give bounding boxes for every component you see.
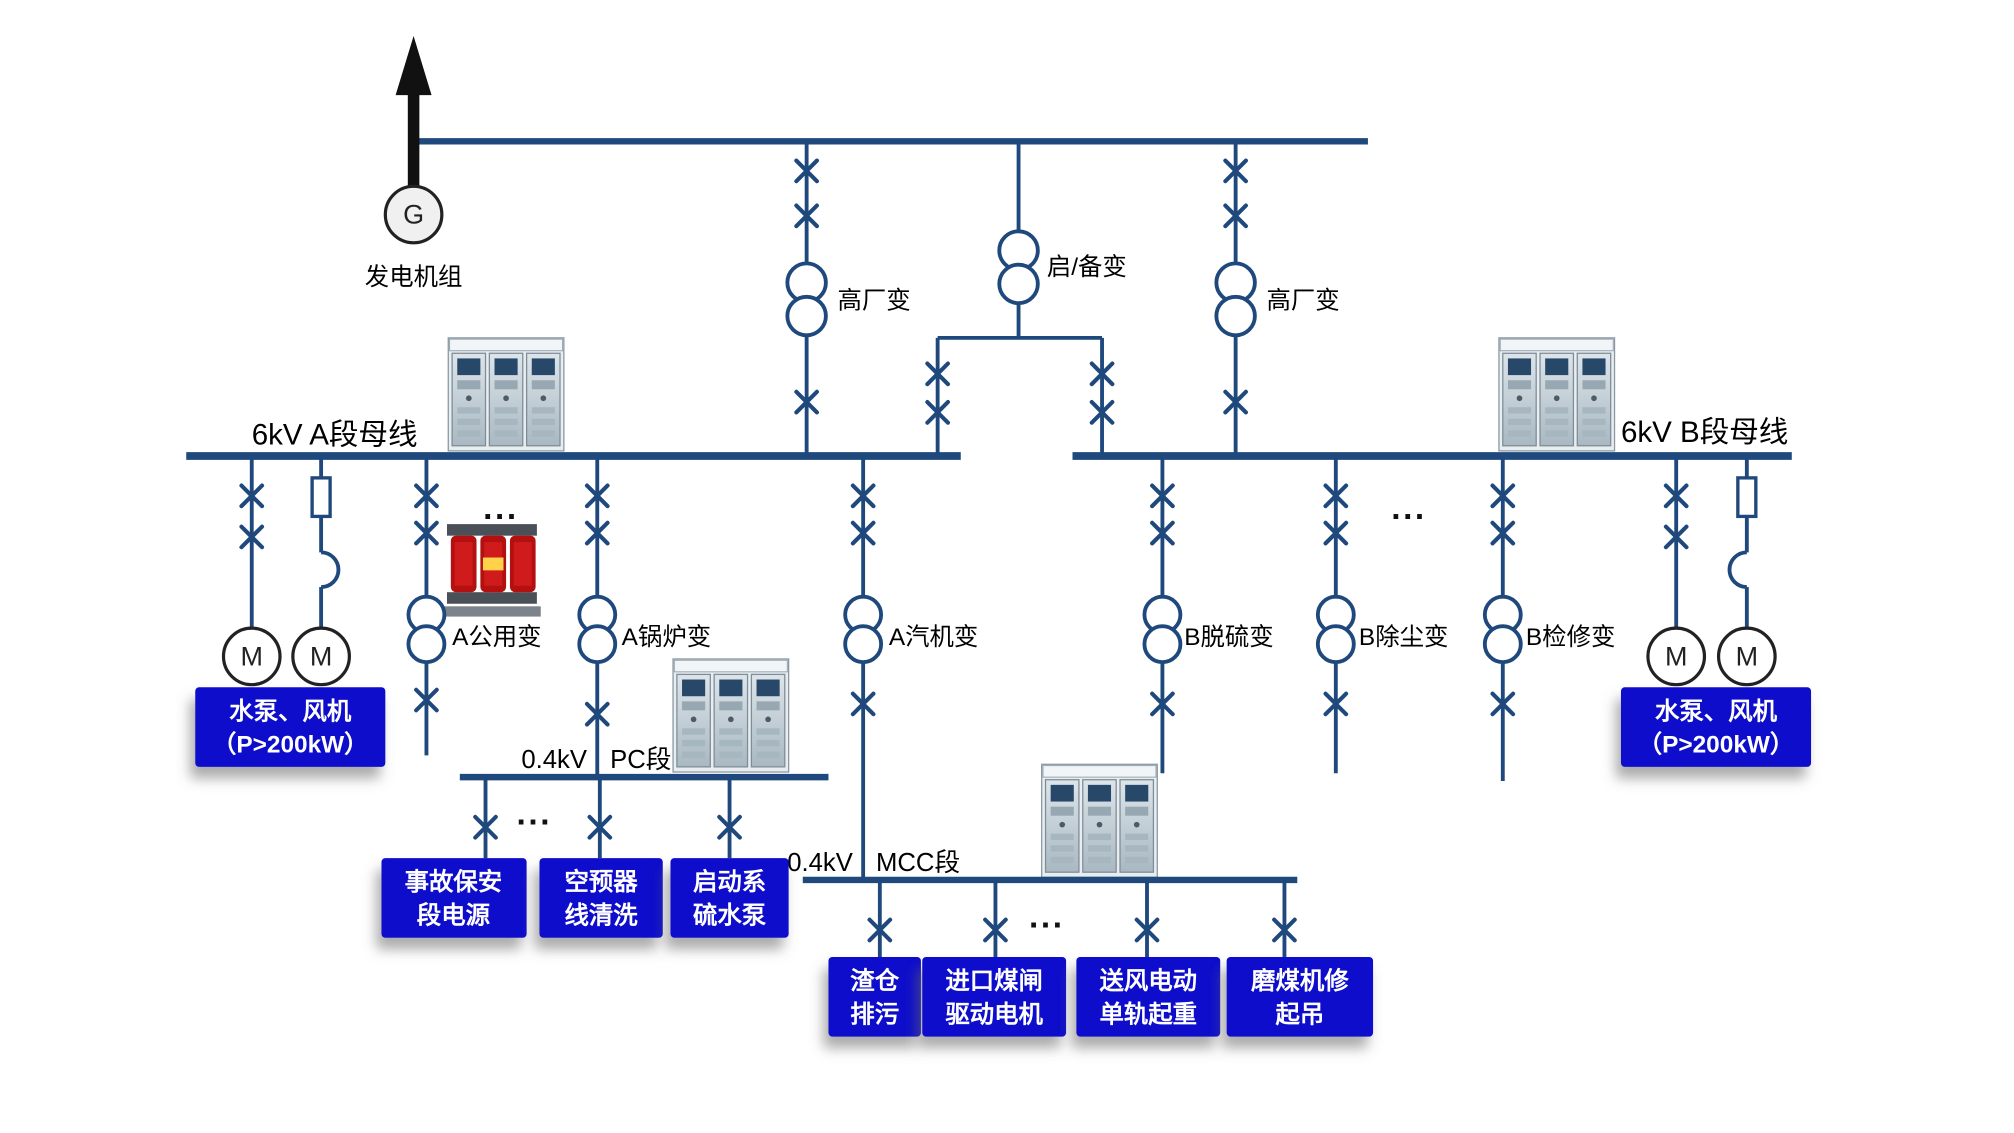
transformer-icon-a-common (406, 594, 447, 665)
transformer-icon-plant-a (785, 261, 828, 338)
load-box-text: 线清洗 (565, 902, 639, 930)
contactor-hook-icon (1727, 550, 1747, 589)
load-box-text: 事故保安 (405, 868, 503, 896)
plant-transformer-b-label: 高厂变 (1266, 287, 1339, 314)
transformer-icon-plant-b (1214, 261, 1257, 338)
load-box-text: 磨煤机修 (1251, 968, 1349, 995)
transformer-label-a-turbine: A汽机变 (889, 624, 978, 651)
generator-letter: G (403, 200, 424, 230)
load-box-text: 进口煤闸 (945, 968, 1043, 995)
load-box-text: 空预器 (565, 868, 639, 896)
transformer-icon-a-turbine (843, 594, 884, 665)
switchgear-cabinet-image-b (1499, 338, 1615, 451)
contactor-hook-icon (320, 550, 341, 589)
motor-icon (221, 626, 282, 687)
bus-a-label: 6kV A段母线 (252, 418, 418, 451)
transformer-label-b-dust: B除尘变 (1359, 624, 1448, 651)
load-box-mcc-2: 进口煤闸 驱动电机 (922, 956, 1067, 1037)
mcc-bus-name-label: MCC段 (876, 848, 960, 877)
pc-bus-voltage-label: 0.4kV (521, 746, 588, 774)
generator-label: 发电机组 (365, 264, 463, 291)
bus-b-label: 6kV B段母线 (1621, 416, 1788, 449)
load-box-text: 驱动电机 (945, 1001, 1043, 1028)
load-box-text: 硫水泵 (693, 902, 767, 930)
load-box-text: 起吊 (1275, 1001, 1324, 1028)
mcc-bus-voltage-label: 0.4kV (787, 849, 854, 877)
load-box-text: （P>200kW） (1638, 732, 1795, 759)
transformer-icon-a-boiler (577, 594, 618, 665)
fuse-icon (310, 476, 332, 519)
startup-transformer-label: 启/备变 (1047, 254, 1127, 281)
generator-icon: G (383, 184, 444, 245)
motor-icon (291, 626, 351, 687)
load-box-text: 送风电动 (1099, 967, 1197, 995)
pc-bus-name-label: PC段 (610, 745, 671, 774)
load-box-mcc-3: 送风电动 单轨起重 (1076, 956, 1221, 1037)
switchgear-cabinet-image-mcc (1042, 764, 1158, 877)
switchgear-cabinet-image-pc (673, 659, 789, 772)
load-box-pc-2: 空预器 线清洗 (539, 858, 663, 938)
transformer-icon-startup (997, 229, 1040, 306)
transformer-icon-b-desulfur (1142, 594, 1183, 665)
load-box-motors-right: 水泵、风机 （P>200kW） (1620, 687, 1812, 767)
grid-arrow-icon (395, 36, 432, 188)
transformer-label-b-desulfur: B脱硫变 (1184, 624, 1273, 651)
load-box-text: 水泵、风机 (229, 698, 352, 725)
transformer-icon-b-maintenance (1482, 594, 1523, 665)
fuse-icon (1736, 476, 1758, 519)
load-box-text: 排污 (850, 1001, 899, 1028)
transformer-label-b-maintenance: B检修变 (1526, 624, 1615, 651)
load-box-pc-3: 启动系 硫水泵 (670, 858, 789, 938)
motor-icon (1646, 626, 1707, 687)
load-box-text: 启动系 (693, 868, 766, 896)
load-box-pc-1: 事故保安 段电源 (381, 858, 527, 938)
plant-transformer-a-label: 高厂变 (837, 287, 910, 314)
ellipsis-more-feeders: ... (1029, 898, 1065, 935)
transformer-label-a-common: A公用变 (452, 624, 541, 651)
load-box-text: （P>200kW） (212, 732, 369, 759)
load-box-text: 单轨起重 (1099, 1000, 1197, 1028)
load-box-text: 渣仓 (850, 967, 899, 995)
transformer-label-a-boiler: A锅炉变 (622, 624, 711, 651)
motor-icon (1716, 626, 1777, 687)
dry-type-transformer-image (443, 524, 541, 617)
load-box-text: 段电源 (417, 902, 491, 930)
switchgear-cabinet-image-a (448, 338, 564, 451)
load-box-mcc-4: 磨煤机修 起吊 (1226, 956, 1374, 1037)
ellipsis-more-feeders: ... (483, 490, 519, 527)
ellipsis-more-feeders: ... (1391, 490, 1427, 527)
load-box-motors-left: 水泵、风机 （P>200kW） (195, 687, 386, 767)
load-box-mcc-1: 渣仓 排污 (828, 956, 921, 1037)
ellipsis-more-feeders: ... (517, 796, 553, 833)
transformer-icon-b-dust (1315, 594, 1356, 665)
load-box-text: 水泵、风机 (1655, 698, 1778, 725)
